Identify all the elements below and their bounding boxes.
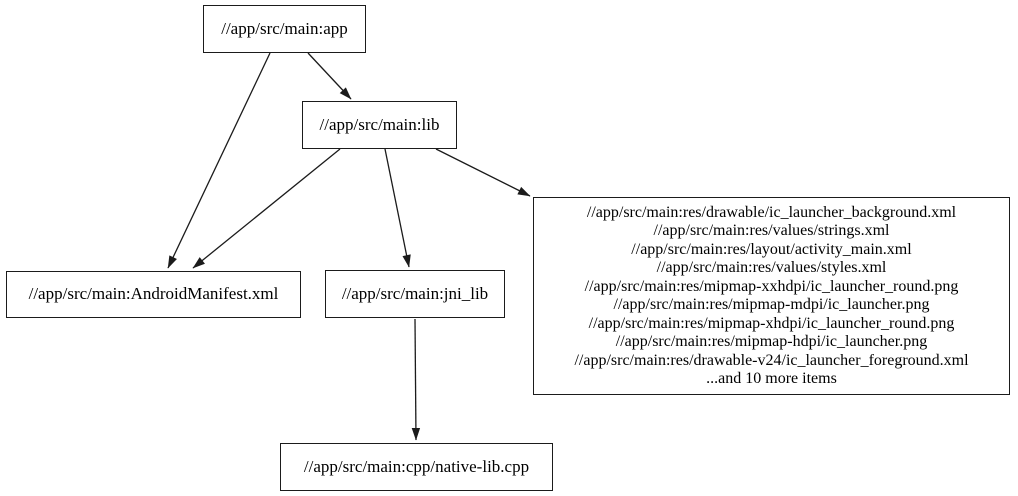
node-lib: //app/src/main:lib bbox=[302, 101, 457, 149]
node-android-manifest-label: //app/src/main:AndroidManifest.xml bbox=[28, 284, 279, 304]
node-app-label: //app/src/main:app bbox=[221, 18, 348, 38]
edge-lib-to-jni-lib bbox=[384, 148, 411, 268]
resource-item: //app/src/main:res/mipmap-xxhdpi/ic_laun… bbox=[584, 277, 959, 295]
node-app: //app/src/main:app bbox=[203, 5, 366, 53]
resource-item: //app/src/main:res/drawable-v24/ic_launc… bbox=[574, 351, 969, 369]
node-resources-group: //app/src/main:res/drawable/ic_launcher_… bbox=[533, 197, 1010, 395]
node-lib-label: //app/src/main:lib bbox=[319, 114, 440, 134]
resource-item: //app/src/main:res/mipmap-mdpi/ic_launch… bbox=[613, 296, 930, 313]
resource-item: //app/src/main:res/layout/activity_main.… bbox=[631, 240, 912, 258]
resource-item: //app/src/main:res/values/strings.xml bbox=[653, 222, 890, 239]
edge-lib-to-resources bbox=[435, 148, 531, 197]
resource-item: //app/src/main:res/mipmap-xhdpi/ic_launc… bbox=[588, 314, 955, 332]
node-jni-lib: //app/src/main:jni_lib bbox=[325, 270, 505, 318]
resource-more-items: ...and 10 more items bbox=[706, 370, 837, 387]
resource-item: //app/src/main:res/mipmap-hdpi/ic_launch… bbox=[615, 333, 928, 350]
resource-item: //app/src/main:res/values/styles.xml bbox=[656, 259, 887, 276]
edge-app-to-manifest bbox=[167, 52, 271, 269]
edge-jni-lib-to-native-lib bbox=[411, 318, 421, 441]
edge-lib-to-manifest bbox=[192, 148, 341, 269]
edge-app-to-lib bbox=[307, 52, 352, 100]
node-android-manifest: //app/src/main:AndroidManifest.xml bbox=[6, 271, 301, 318]
resource-item: //app/src/main:res/drawable/ic_launcher_… bbox=[586, 203, 957, 221]
node-native-lib-cpp: //app/src/main:cpp/native-lib.cpp bbox=[280, 443, 553, 491]
node-jni-lib-label: //app/src/main:jni_lib bbox=[341, 283, 489, 303]
node-native-lib-cpp-label: //app/src/main:cpp/native-lib.cpp bbox=[303, 456, 530, 476]
